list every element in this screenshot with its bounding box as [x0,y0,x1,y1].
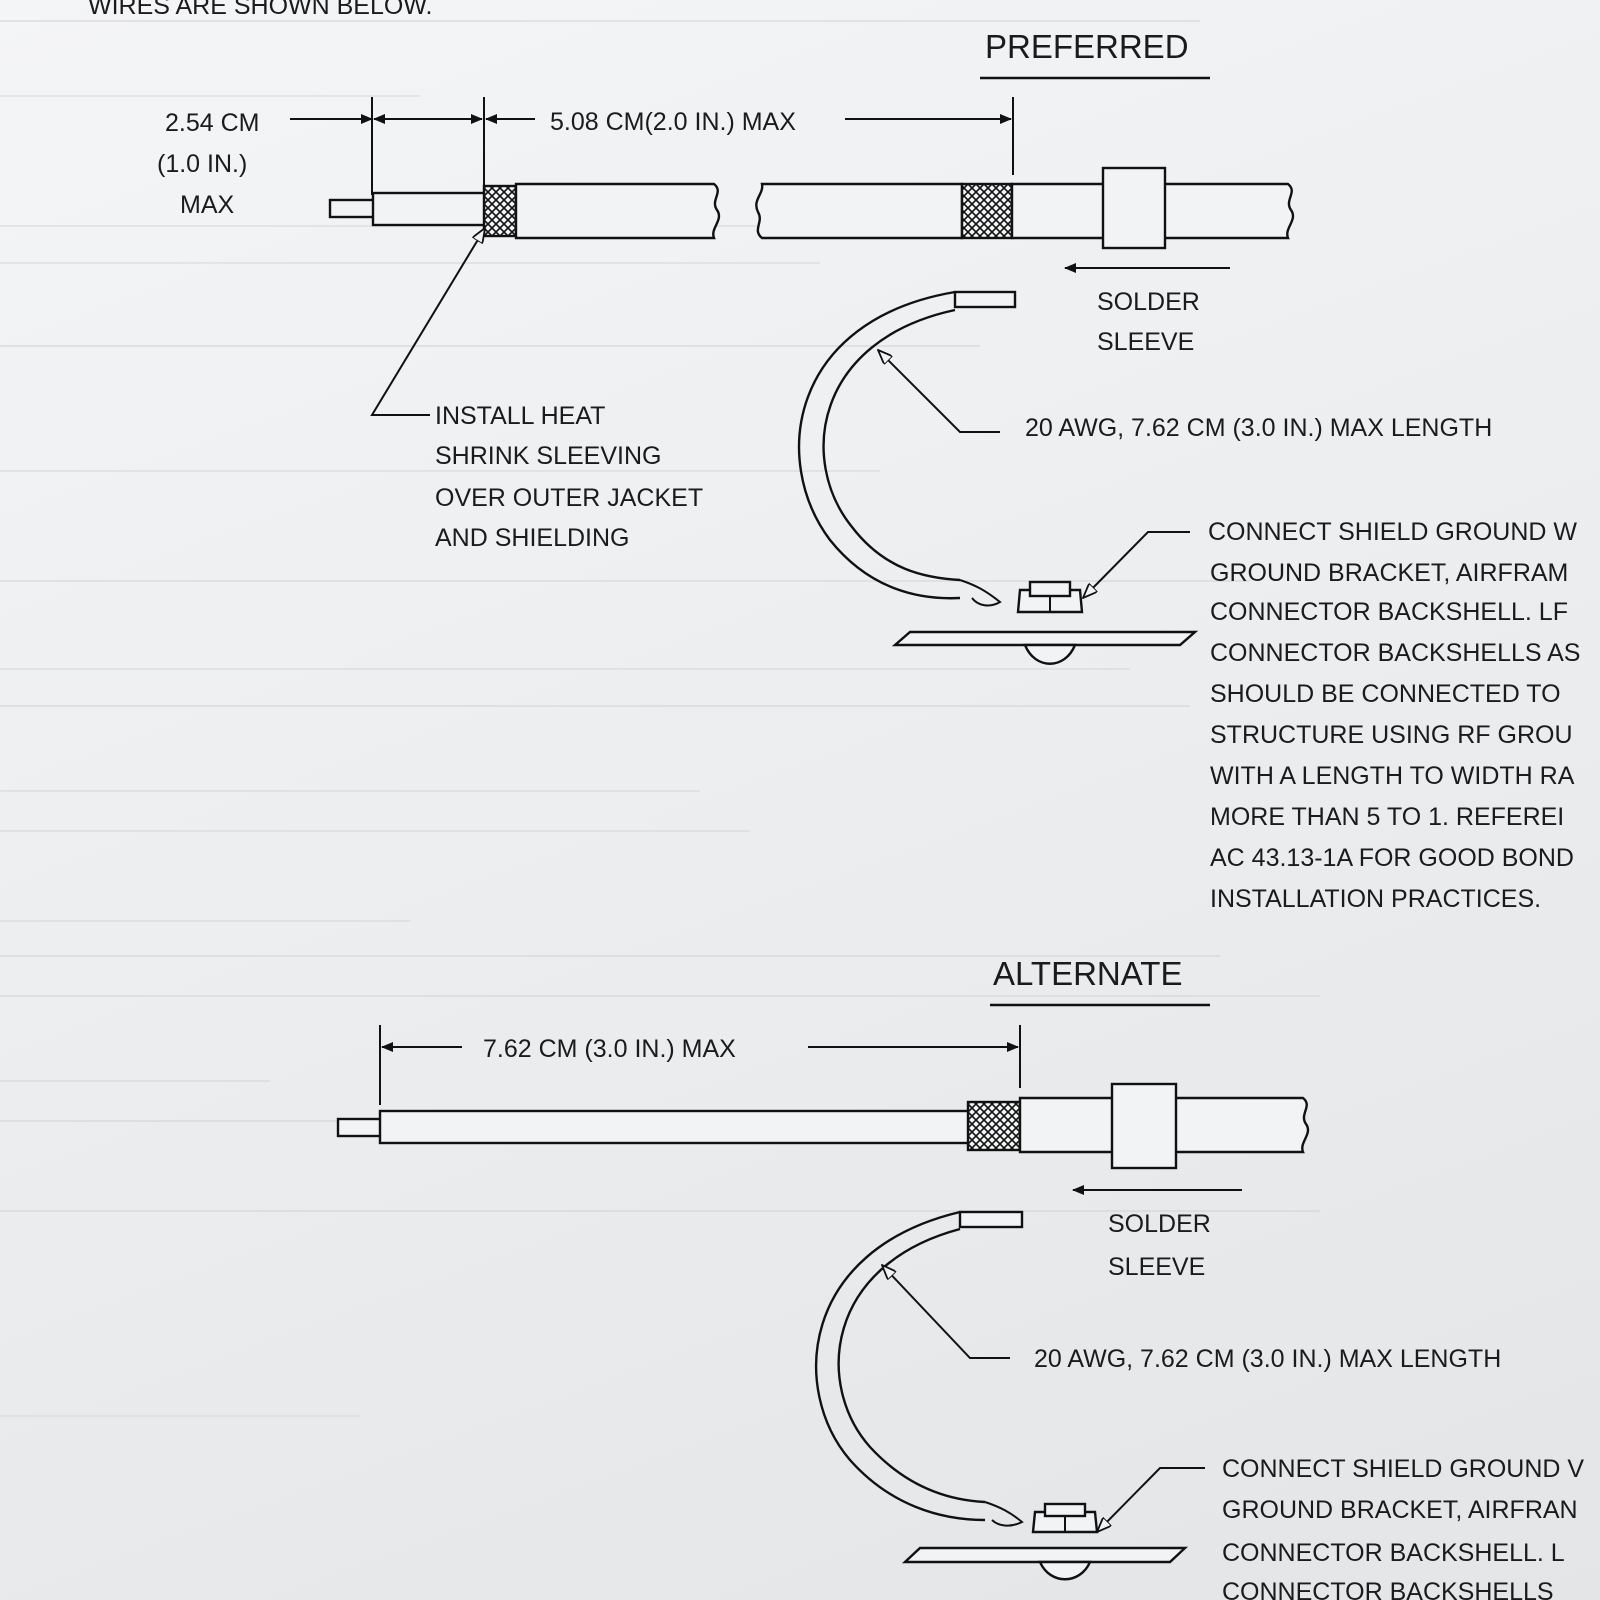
svg-text:INSTALL HEAT: INSTALL HEAT [435,402,605,430]
solder-sleeve-label-1: SOLDER [1097,288,1200,316]
svg-text:CONNECTOR BACKSHELL. L: CONNECTOR BACKSHELL. L [1222,1539,1565,1567]
ground-pigtail [797,290,1017,607]
dim-short-label: 2.54 CM (1.0 IN.) MAX [157,109,259,219]
insulated-conductor [371,191,488,227]
svg-text:MORE THAN 5 TO 1. REFEREI: MORE THAN 5 TO 1. REFEREI [1210,803,1564,831]
alt-conductor-tip [336,1117,384,1138]
alt-solder-sleeve-label-2: SLEEVE [1108,1253,1205,1281]
heat-shrink-note: INSTALL HEAT SHRINK SLEEVING OVER OUTER … [435,402,703,552]
alt-ground-pigtail [814,1210,1024,1527]
shield-braid-right [960,182,1014,240]
svg-text:CONNECT SHIELD GROUND V: CONNECT SHIELD GROUND V [1222,1455,1584,1483]
svg-text:SHRINK SLEEVING: SHRINK SLEEVING [435,442,661,470]
svg-text:WITH A LENGTH TO WIDTH RA: WITH A LENGTH TO WIDTH RA [1210,762,1575,790]
svg-text:INSTALLATION PRACTICES.: INSTALLATION PRACTICES. [1210,885,1541,913]
alternate-cable [336,1082,1310,1170]
solder-sleeve [1101,166,1167,250]
svg-text:GROUND BRACKET, AIRFRAM: GROUND BRACKET, AIRFRAM [1210,559,1568,587]
preferred-cable [328,166,1295,250]
heat-shrink-leader [370,228,485,416]
top-note: WIRES ARE SHOWN BELOW. [88,0,433,20]
svg-text:OVER OUTER JACKET: OVER OUTER JACKET [435,484,703,512]
alt-ground-note-leader [1097,1467,1205,1532]
alt-wire-label: 20 AWG, 7.62 CM (3.0 IN.) MAX LENGTH [1034,1345,1501,1373]
ground-stud-assembly [891,580,1199,665]
svg-text:AC 43.13-1A FOR GOOD BOND: AC 43.13-1A FOR GOOD BOND [1210,844,1574,872]
wire-label: 20 AWG, 7.62 CM (3.0 IN.) MAX LENGTH [1025,414,1492,442]
svg-text:GROUND BRACKET, AIRFRAN: GROUND BRACKET, AIRFRAN [1222,1496,1578,1524]
ground-note-leader [1083,531,1190,598]
svg-text:CONNECT SHIELD GROUND W: CONNECT SHIELD GROUND W [1208,518,1577,546]
dim-long-label: 5.08 CM(2.0 IN.) MAX [550,108,796,136]
preferred-title: PREFERRED [985,28,1189,65]
svg-text:CONNECTOR BACKSHELLS: CONNECTOR BACKSHELLS [1222,1578,1554,1600]
svg-text:(1.0 IN.): (1.0 IN.) [157,150,247,178]
svg-text:CONNECTOR BACKSHELL. LF: CONNECTOR BACKSHELL. LF [1210,598,1568,626]
wire-label-leader [878,350,1000,433]
ground-note: CONNECT SHIELD GROUND W GROUND BRACKET, … [1208,518,1580,913]
alt-ground-note: CONNECT SHIELD GROUND V GROUND BRACKET, … [1222,1455,1584,1600]
alt-insulated-conductor [378,1109,972,1145]
alternate-title: ALTERNATE [993,955,1182,992]
svg-text:MAX: MAX [180,191,235,219]
shield-braid-left [482,184,518,238]
alt-shield-braid [966,1100,1022,1152]
alt-wire-label-leader [882,1265,1010,1359]
preferred-section: PREFERRED 2.54 CM (1.0 IN.) MAX 5.08 CM(… [157,28,1580,913]
svg-text:CONNECTOR BACKSHELLS AS: CONNECTOR BACKSHELLS AS [1210,639,1580,667]
svg-text:SHOULD BE CONNECTED TO: SHOULD BE CONNECTED TO [1210,680,1561,708]
svg-text:STRUCTURE USING RF GROU: STRUCTURE USING RF GROU [1210,721,1573,749]
alt-solder-sleeve [1110,1082,1178,1170]
svg-text:2.54 CM: 2.54 CM [165,109,259,137]
solder-sleeve-label-2: SLEEVE [1097,328,1194,356]
svg-text:AND SHIELDING: AND SHIELDING [435,524,629,552]
outer-jacket-middle [755,182,964,240]
alt-dim-label: 7.62 CM (3.0 IN.) MAX [483,1035,736,1063]
alternate-section: ALTERNATE 7.62 CM (3.0 IN.) MAX SOLDER S… [336,955,1584,1600]
conductor-tip [328,198,377,219]
outer-jacket-left [514,182,721,240]
alt-solder-sleeve-label-1: SOLDER [1108,1210,1211,1238]
